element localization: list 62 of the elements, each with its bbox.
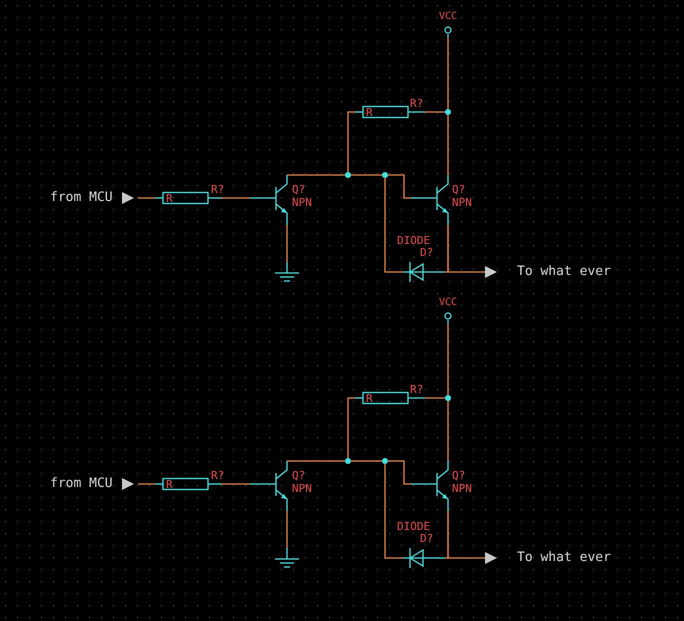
component-designator: R?	[410, 98, 424, 109]
wire	[388, 174, 411, 199]
component-designator: Q?	[452, 470, 466, 481]
wire	[287, 460, 345, 462]
transistor-symbol	[250, 461, 290, 511]
resistor-symbol	[355, 392, 425, 404]
diode-symbol	[403, 262, 445, 282]
wire	[347, 111, 355, 172]
wire	[425, 397, 445, 399]
power-label: VCC	[439, 12, 458, 22]
port-label: To what ever	[517, 551, 611, 564]
resistor-label: R	[366, 107, 373, 118]
component-designator: Q?	[292, 470, 306, 481]
wire	[447, 511, 485, 559]
wire	[447, 225, 485, 273]
wire	[388, 460, 411, 485]
diode-symbol	[403, 548, 445, 568]
component-designator: Q?	[452, 184, 466, 195]
resistor-label: R	[366, 393, 373, 404]
wire	[138, 197, 155, 199]
transistor-symbol	[411, 175, 451, 225]
component-designator: R?	[211, 470, 224, 481]
component-value: NPN	[452, 483, 472, 494]
wire	[222, 197, 250, 199]
wire	[138, 483, 155, 485]
component-value: DIODE	[397, 235, 430, 246]
port-label: from MCU	[50, 191, 113, 204]
port-label: from MCU	[50, 477, 113, 490]
transistor-symbol	[411, 461, 451, 511]
wire	[222, 483, 250, 485]
wire	[384, 464, 403, 559]
wire	[351, 174, 382, 176]
transistor-symbol	[250, 175, 290, 225]
wire	[447, 401, 449, 461]
ground-symbol	[275, 548, 299, 570]
component-value: NPN	[452, 197, 472, 208]
wire	[287, 174, 345, 176]
component-value: NPN	[292, 483, 312, 494]
resistor-symbol	[155, 192, 222, 204]
wire	[351, 460, 382, 462]
resistor-label: R	[166, 193, 173, 204]
component-designator: Q?	[292, 184, 306, 195]
wire	[425, 111, 445, 113]
component-designator: R?	[211, 184, 224, 195]
component-value: DIODE	[397, 521, 430, 532]
wire	[447, 38, 449, 109]
wire	[447, 115, 449, 175]
resistor-symbol	[355, 106, 425, 118]
power-label: VCC	[439, 298, 458, 308]
component-value: NPN	[292, 197, 312, 208]
component-designator: D?	[420, 247, 434, 258]
wire	[286, 511, 288, 548]
wire	[384, 178, 403, 273]
component-designator: R?	[410, 384, 424, 395]
wire	[347, 397, 355, 458]
ground-symbol	[275, 262, 299, 284]
component-designator: D?	[420, 533, 434, 544]
resistor-label: R	[166, 479, 173, 490]
port-label: To what ever	[517, 265, 611, 278]
resistor-symbol	[155, 478, 222, 490]
wire	[447, 324, 449, 395]
wire	[286, 225, 288, 262]
